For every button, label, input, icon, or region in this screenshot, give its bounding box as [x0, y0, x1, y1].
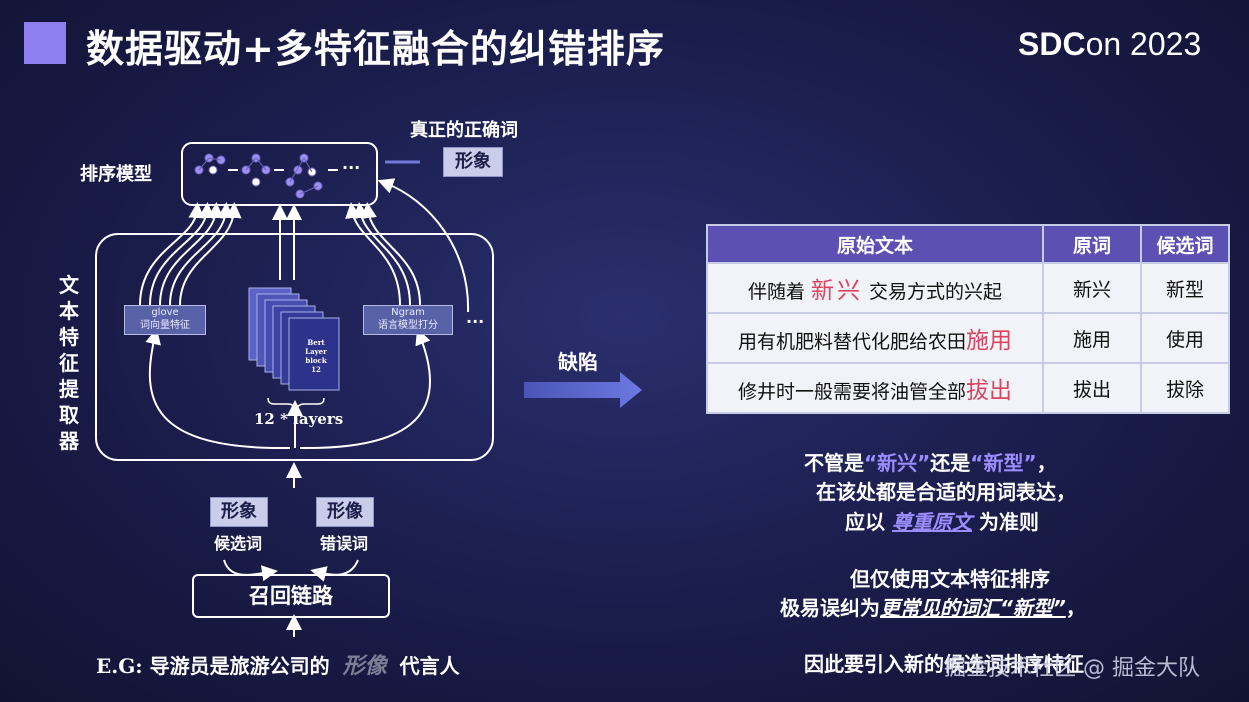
brand-logo: SDCon 2023 [1018, 26, 1201, 63]
note-text: ， [1036, 451, 1057, 475]
header-original-word: 原词 [1042, 224, 1142, 264]
note-text: 还是 [930, 451, 971, 475]
extractor-char: 特 [59, 325, 79, 349]
note-text: ， [1065, 596, 1086, 620]
extractor-char: 文 [59, 273, 79, 297]
note-highlight: “新型” [970, 451, 1037, 475]
ngram-title: Ngram [391, 307, 425, 318]
ngram-feature-box: Ngram 语言模型打分 [363, 305, 453, 335]
note-line-5: 极易误纠为更常见的词汇“新型”， [780, 592, 1086, 621]
text-pre: 用有机肥料替代化肥给农田 [737, 331, 966, 353]
note-text: 极易误纠为 [780, 596, 880, 620]
error-word-chip: 形像 [316, 497, 374, 527]
extractor-char: 提 [59, 377, 79, 401]
text-highlight: 新兴 [811, 278, 863, 304]
feature-extractor-label: 文 本 特 征 提 取 器 [56, 272, 82, 454]
example-prefix: E.G: [96, 654, 143, 678]
note-text: 不管是 [804, 451, 864, 475]
candidate-label: 候选词 [214, 534, 263, 553]
bert-label-line: block [305, 356, 327, 365]
note-line-3: 应以 尊重原文 为准则 [845, 506, 1039, 535]
note-text: 为准则 [978, 510, 1039, 534]
table-cell-cand: 新型 [1140, 262, 1230, 314]
true-word-chip: 形象 [443, 147, 503, 177]
text-highlight: 拔出 [966, 378, 1012, 404]
extractor-char: 征 [59, 351, 79, 375]
table-cell-text: 修井时一般需要将油管全部拔出 [706, 362, 1044, 414]
ngram-subtitle: 语言模型打分 [378, 320, 438, 331]
text-post: 交易方式的兴起 [869, 281, 1003, 303]
table-row: 用有机肥料替代化肥给农田施用 施用 使用 [706, 312, 1230, 364]
bert-label-line: Bert [307, 338, 325, 347]
brand-bold: SDC [1018, 26, 1086, 62]
table-cell-orig: 新兴 [1042, 262, 1142, 314]
note-line-4: 但仅使用文本特征排序 [850, 567, 1050, 591]
defect-arrow [524, 372, 642, 408]
extractor-char: 本 [59, 299, 79, 323]
model-ellipsis: ··· [342, 158, 361, 177]
header-original-text: 原始文本 [706, 224, 1044, 264]
glove-subtitle: 词向量特征 [140, 320, 190, 331]
bert-label-line: 12 [311, 365, 321, 374]
note-line-6: 因此要引入新的候选词排序特征 [804, 652, 1084, 676]
table-cell-text: 用有机肥料替代化肥给农田施用 [706, 312, 1044, 364]
bert-label-line: Layer [305, 347, 327, 356]
extractor-char: 取 [59, 403, 79, 427]
ranking-model-label: 排序模型 [80, 164, 152, 185]
text-pre: 伴随着 [747, 281, 805, 303]
table-row: 修井时一般需要将油管全部拔出 拔出 拔除 [706, 362, 1230, 414]
header-candidate-word: 候选词 [1140, 224, 1230, 264]
table-cell-orig: 施用 [1042, 312, 1142, 364]
note-line-1: 不管是“新兴”还是“新型”， [804, 447, 1057, 476]
recall-chain-box: 召回链路 [192, 574, 390, 618]
note-highlight: 尊重原文 [891, 510, 972, 534]
table-header-row: 原始文本 原词 候选词 [706, 224, 1230, 264]
text-pre: 修井时一般需要将油管全部 [737, 381, 966, 403]
bert-label: Bert Layer block 12 [298, 338, 334, 374]
error-label: 错误词 [320, 534, 369, 553]
title-accent-square [24, 22, 66, 64]
network-icons [194, 153, 323, 199]
note-highlight: “新兴” [864, 451, 931, 475]
example-error-word: 形像 [342, 654, 387, 679]
defect-label: 缺陷 [558, 350, 598, 374]
comparison-table: 原始文本 原词 候选词 伴随着 新兴 交易方式的兴起 新兴 新型 用有机肥料替代… [706, 224, 1230, 414]
text-highlight: 施用 [966, 328, 1012, 354]
brand-rest: on 2023 [1085, 26, 1202, 62]
table-row: 伴随着 新兴 交易方式的兴起 新兴 新型 [706, 262, 1230, 314]
glove-title: glove [151, 307, 179, 318]
note-line-2: 在该处都是合适的用词表达， [816, 480, 1076, 504]
watermark: 掘金技术社区 @ 掘金大队 [944, 656, 1200, 681]
table-cell-text: 伴随着 新兴 交易方式的兴起 [706, 262, 1044, 314]
table-cell-cand: 使用 [1140, 312, 1230, 364]
table-cell-orig: 拔出 [1042, 362, 1142, 414]
layers-label: 12 * layers [254, 410, 344, 428]
extractor-ellipsis: ··· [466, 312, 485, 331]
note-text: 应以 [845, 510, 885, 534]
bert-layers-stack [248, 287, 340, 391]
true-word-title: 真正的正确词 [410, 120, 518, 141]
example-sentence: E.G: 导游员是旅游公司的 形像 代言人 [96, 648, 460, 680]
extractor-char: 器 [59, 429, 79, 453]
glove-feature-box: glove 词向量特征 [124, 305, 206, 335]
note-highlight: 更常见的词汇“新型” [880, 596, 1066, 620]
candidate-word-chip: 形象 [210, 497, 268, 527]
slide-title: 数据驱动+多特征融合的纠错排序 [86, 27, 665, 71]
example-suffix: 代言人 [399, 654, 460, 678]
table-cell-cand: 拔除 [1140, 362, 1230, 414]
example-text: 导游员是旅游公司的 [149, 654, 330, 678]
